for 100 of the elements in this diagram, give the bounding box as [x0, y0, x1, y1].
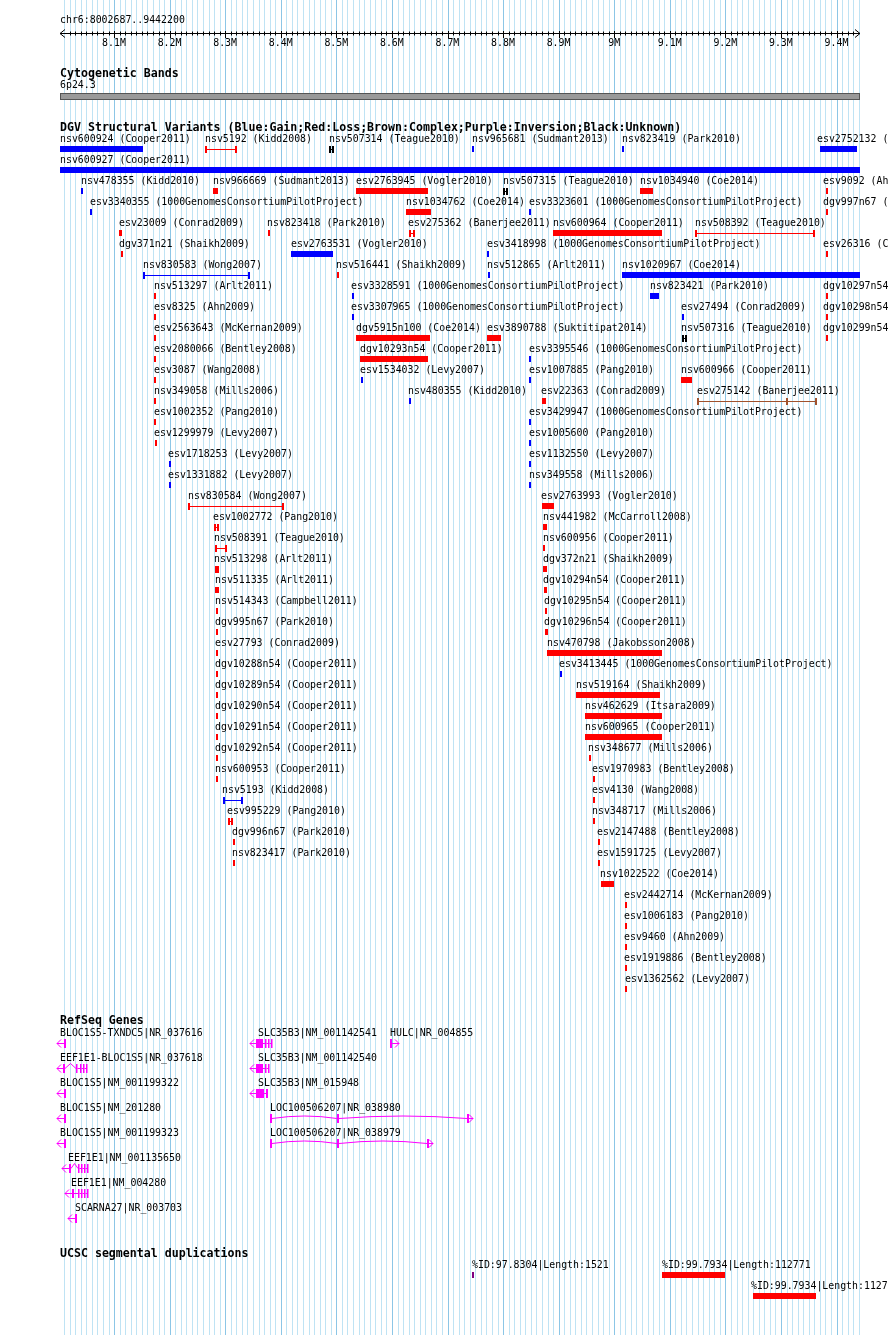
- variant-label: dgv10290n54 (Cooper2011): [215, 700, 358, 712]
- variant-label: esv1919886 (Bentley2008): [624, 952, 767, 964]
- variant-label: esv1002772 (Pang2010): [213, 511, 338, 523]
- variant-label: nsv830584 (Wong2007): [188, 490, 307, 502]
- variant-label: nsv513297 (Arlt2011): [154, 280, 273, 292]
- tick-label: 8.2M: [157, 37, 182, 49]
- duplication-label: %ID:99.7934|Length:1127: [751, 1280, 888, 1292]
- variant-label: esv3429947 (1000GenomesConsortiumPilotProject): [529, 406, 803, 418]
- variant-label: esv1591725 (Levy2007): [597, 847, 722, 859]
- variant-label: esv1331882 (Levy2007): [168, 469, 293, 481]
- variant-label: esv4130 (Wang2008): [592, 784, 699, 796]
- variant-label: esv1132550 (Levy2007): [529, 448, 654, 460]
- gene-label: LOC100506207|NR_038980: [270, 1102, 401, 1114]
- variant-label: nsv830583 (Wong2007): [143, 259, 262, 271]
- variant-label: nsv348677 (Mills2006): [588, 742, 713, 754]
- track-heading: RefSeq Genes: [60, 1013, 144, 1027]
- track-heading: DGV Structural Variants (Blue:Gain;Red:Loss;Brown:Complex;Purple:Inversion;Black:Unknown): [60, 120, 682, 134]
- variant-label: esv9460 (Ahn2009): [624, 931, 726, 943]
- tick-label: 8.5M: [324, 37, 349, 49]
- variant-label: nsv823418 (Park2010): [267, 217, 386, 229]
- variant-label: nsv823421 (Park2010): [650, 280, 769, 292]
- variant-label: dgv10299n54: [823, 322, 889, 334]
- variant-label: esv275142 (Banerjee2011): [697, 385, 840, 397]
- variant-label: nsv600956 (Cooper2011): [543, 532, 674, 544]
- gene-label: LOC100506207|NR_038979: [270, 1127, 401, 1139]
- variant-label: esv3323601 (1000GenomesConsortiumPilotProject): [529, 196, 803, 208]
- variant-label: dgv997n67 (: [823, 196, 889, 208]
- variant-label: dgv5915n100 (Coe2014): [356, 322, 481, 334]
- variant-label: esv8325 (Ahn2009): [154, 301, 256, 313]
- tick-label: 8.6M: [379, 37, 404, 49]
- duplication-label: %ID:97.8304|Length:1521: [472, 1259, 609, 1271]
- variant-label: nsv600953 (Cooper2011): [215, 763, 346, 775]
- gene-label: HULC|NR_004855: [390, 1027, 474, 1039]
- variant-label: nsv600927 (Cooper2011): [60, 154, 191, 166]
- variant-label: nsv511335 (Arlt2011): [215, 574, 334, 586]
- gene-label: SLC35B3|NM_015948: [258, 1077, 360, 1089]
- variant-label: esv1005600 (Pang2010): [529, 427, 654, 439]
- variant-label: nsv349558 (Mills2006): [529, 469, 654, 481]
- variant-label: nsv1020967 (Coe2014): [622, 259, 741, 271]
- variant-label: nsv513298 (Arlt2011): [214, 553, 333, 565]
- variant-label: nsv508391 (Teague2010): [214, 532, 345, 544]
- variant-label: esv1534032 (Levy2007): [360, 364, 485, 376]
- gene-label: BLOC1S5|NM_201280: [60, 1102, 162, 1114]
- variant-label: nsv600924 (Cooper2011): [60, 133, 191, 145]
- variant-label: dgv371n21 (Shaikh2009): [119, 238, 250, 250]
- variant-label: esv3395546 (1000GenomesConsortiumPilotProject): [529, 343, 803, 355]
- variant-label: dgv10297n54: [823, 280, 889, 292]
- variant-label: esv275362 (Banerjee2011): [408, 217, 551, 229]
- variant-label: esv3307965 (1000GenomesConsortiumPilotProject): [351, 301, 625, 313]
- variant-label: nsv519164 (Shaikh2009): [576, 679, 707, 691]
- variant-label: esv2752132 (: [817, 133, 889, 145]
- variant-label: esv1362562 (Levy2007): [625, 973, 750, 985]
- tick-label: 8.4M: [268, 37, 293, 49]
- variant-label: esv2763945 (Vogler2010): [356, 175, 493, 187]
- variant-label: esv3890788 (Suktitipat2014): [487, 322, 648, 334]
- variant-label: esv1002352 (Pang2010): [154, 406, 279, 418]
- gene-label: EEF1E1-BLOC1S5|NR_037618: [60, 1052, 203, 1064]
- variant-label: esv22363 (Conrad2009): [541, 385, 666, 397]
- variant-label: nsv508392 (Teague2010): [695, 217, 826, 229]
- gene-label: BLOC1S5|NM_001199322: [60, 1077, 179, 1089]
- variant-label: nsv507314 (Teague2010): [329, 133, 460, 145]
- variant-label: esv3413445 (1000GenomesConsortiumPilotProject): [559, 658, 833, 670]
- variant-label: nsv823419 (Park2010): [622, 133, 741, 145]
- variant-label: dgv372n21 (Shaikh2009): [543, 553, 674, 565]
- tick-label: 9M: [608, 37, 621, 49]
- gene-label: SLC35B3|NM_001142541: [258, 1027, 377, 1039]
- coordinate-label: chr6:8002687..9442200: [60, 14, 185, 26]
- variant-label: esv2147488 (Bentley2008): [597, 826, 740, 838]
- variant-label: esv3418998 (1000GenomesConsortiumPilotProject): [487, 238, 761, 250]
- variant-label: esv1007885 (Pang2010): [529, 364, 654, 376]
- variant-label: esv2442714 (McKernan2009): [624, 889, 773, 901]
- variant-label: esv27494 (Conrad2009): [681, 301, 806, 313]
- gene-label: BLOC1S5|NM_001199323: [60, 1127, 179, 1139]
- duplication-label: %ID:99.7934|Length:112771: [662, 1259, 811, 1271]
- tick-label: 8.8M: [491, 37, 515, 49]
- gene-label: EEF1E1|NM_004280: [71, 1177, 167, 1189]
- variant-label: nsv1022522 (Coe2014): [600, 868, 719, 880]
- variant-label: esv3087 (Wang2008): [154, 364, 261, 376]
- variant-label: esv1006183 (Pang2010): [624, 910, 749, 922]
- variant-label: esv1970983 (Bentley2008): [592, 763, 735, 775]
- band-label: 6p24.3: [60, 79, 96, 91]
- variant-label: esv2763993 (Vogler2010): [541, 490, 678, 502]
- variant-label: nsv478355 (Kidd2010): [81, 175, 200, 187]
- variant-label: nsv349058 (Mills2006): [154, 385, 279, 397]
- track-heading: Cytogenetic Bands: [60, 66, 179, 80]
- gene-label: BLOC1S5-TXNDC5|NR_037616: [60, 1027, 203, 1039]
- variant-label: dgv10293n54 (Cooper2011): [360, 343, 503, 355]
- variant-label: dgv10296n54 (Cooper2011): [544, 616, 687, 628]
- variant-label: nsv5193 (Kidd2008): [222, 784, 329, 796]
- variant-label: dgv995n67 (Park2010): [215, 616, 334, 628]
- variant-label: dgv10295n54 (Cooper2011): [544, 595, 687, 607]
- variant-label: nsv600964 (Cooper2011): [553, 217, 684, 229]
- variant-label: esv27793 (Conrad2009): [215, 637, 340, 649]
- variant-label: nsv514343 (Campbell2011): [215, 595, 358, 607]
- gene-label: SCARNA27|NR_003703: [75, 1202, 182, 1214]
- tick-label: 9.2M: [713, 37, 738, 49]
- variant-label: esv9092 (Ah: [823, 175, 889, 187]
- variant-label: esv995229 (Pang2010): [227, 805, 346, 817]
- tick-label: 8.1M: [102, 37, 126, 49]
- tick-label: 8.7M: [435, 37, 460, 49]
